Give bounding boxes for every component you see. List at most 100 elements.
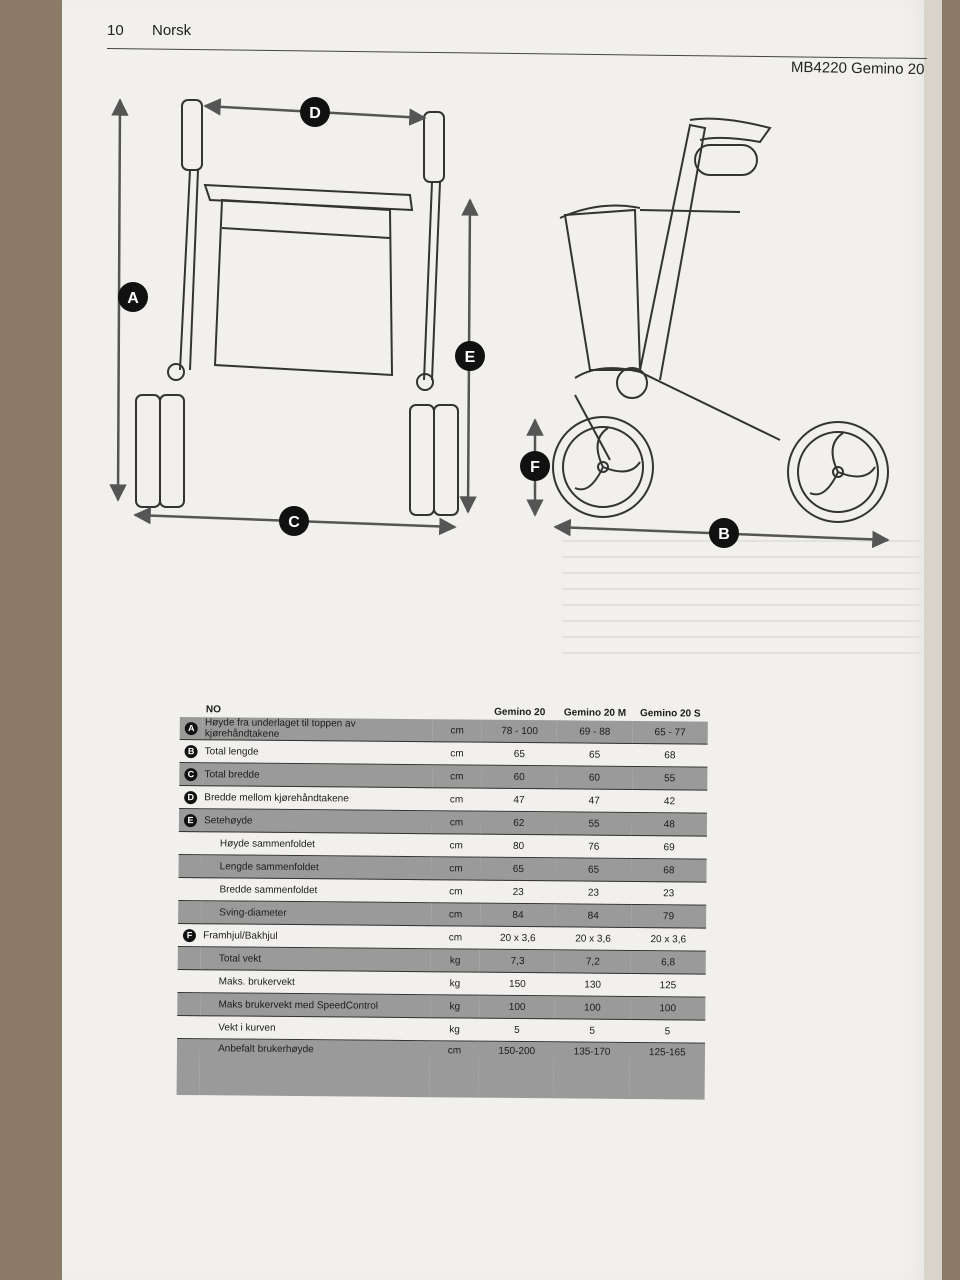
row-value-gemino-20-s: 20 x 3,6 (630, 927, 707, 952)
row-value-gemino-20-s: 125-165 (629, 1042, 706, 1100)
badge-d: D (309, 105, 321, 122)
row-value-gemino-20: 78 - 100 (481, 719, 558, 743)
row-unit: cm (431, 810, 482, 835)
row-unit: cm (431, 764, 482, 789)
row-value-gemino-20-m: 20 x 3,6 (555, 926, 631, 951)
row-value-gemino-20-s: 125 (630, 973, 706, 998)
row-mark (178, 831, 203, 855)
row-value-gemino-20: 23 (480, 880, 556, 904)
row-label: Høyde sammenfoldet (201, 831, 432, 857)
badge-e: E (465, 349, 476, 366)
row-unit: cm (430, 925, 481, 950)
row-unit: kg (430, 971, 480, 996)
col-header-gemino-20-m: Gemino 20 M (563, 707, 627, 719)
row-unit: cm (432, 741, 482, 766)
row-mark: F (177, 923, 202, 947)
row-label: Sving-diameter (201, 900, 431, 926)
dimension-arrows (109, 98, 890, 549)
badge-f: F (530, 459, 540, 476)
row-unit: cm (431, 856, 481, 881)
row-mark (177, 1015, 201, 1039)
badge-b: B (718, 526, 730, 543)
row-label: Total vekt (200, 946, 431, 972)
row-value-gemino-20-m: 65 (555, 857, 632, 882)
row-unit: cm (431, 833, 482, 858)
col-header-gemino-20: Gemino 20 (494, 706, 546, 719)
dimension-badges: A D E C F B (118, 97, 739, 548)
row-label: Bredde mellom kjørehåndtakene (202, 785, 432, 811)
language-heading: Norsk (152, 22, 192, 39)
row-value-gemino-20-m: 84 (555, 903, 631, 928)
rollator-dimension-diagram: A D E C F B (109, 97, 890, 549)
row-badge: E (183, 813, 198, 827)
row-mark: E (178, 808, 203, 832)
rollator-side-view (552, 117, 889, 523)
row-value-gemino-20-s: 55 (631, 766, 708, 791)
row-value-gemino-20-s: 79 (630, 904, 707, 929)
row-label: Framhjul/Bakhjul (201, 923, 431, 949)
page-number: 10 (107, 22, 124, 39)
row-label: Maks. brukervekt (200, 969, 431, 995)
col-header-gemino-20-s: Gemino 20 S (639, 708, 701, 720)
row-label: Vekt i kurven (200, 1015, 430, 1041)
row-value-gemino-20-s: 48 (631, 812, 708, 837)
row-value-gemino-20-m: 7,2 (555, 949, 631, 974)
row-value-gemino-20-m: 55 (556, 811, 632, 836)
row-mark: C (179, 762, 203, 786)
row-value-gemino-20-m: 47 (556, 788, 632, 813)
row-badge: A (184, 721, 198, 735)
row-value-gemino-20: 100 (479, 995, 555, 1019)
row-badge: B (184, 744, 198, 758)
row-mark: A (179, 716, 204, 740)
badge-c: C (288, 514, 300, 531)
row-mark (176, 1038, 201, 1096)
row-value-gemino-20: 47 (481, 788, 557, 812)
row-mark (178, 877, 202, 901)
row-badge: F (182, 928, 197, 942)
row-unit: cm (430, 902, 481, 927)
row-unit: cm (432, 719, 483, 743)
row-value-gemino-20: 65 (481, 742, 558, 766)
page-edge (924, 0, 942, 1280)
row-label: Lengde sammenfoldet (201, 854, 432, 880)
badge-a: A (127, 290, 139, 307)
row-value-gemino-20-m: 65 (556, 742, 633, 767)
row-mark (178, 854, 202, 878)
row-value-gemino-20-m: 100 (554, 995, 631, 1020)
row-label: Total bredde (202, 762, 433, 788)
row-mark (178, 900, 202, 924)
row-value-gemino-20: 65 (480, 857, 557, 881)
row-value-gemino-20: 80 (480, 834, 557, 858)
row-value-gemino-20-m: 5 (554, 1018, 630, 1043)
row-value-gemino-20-s: 68 (632, 743, 708, 768)
row-mark: B (179, 739, 203, 763)
row-value-gemino-20-s: 68 (631, 858, 707, 883)
row-value-gemino-20-s: 6,8 (630, 950, 706, 975)
row-unit: kg (429, 1017, 480, 1042)
row-value-gemino-20-m: 69 - 88 (557, 720, 633, 744)
row-unit: kg (429, 994, 480, 1019)
row-badge: C (184, 767, 198, 781)
row-mark: D (179, 785, 203, 809)
row-mark (177, 969, 201, 993)
row-value-gemino-20: 60 (481, 765, 557, 789)
row-mark (177, 946, 202, 970)
row-label: Høyde fra underlaget til toppen av kjøre… (202, 717, 433, 742)
row-value-gemino-20-s: 100 (629, 996, 706, 1021)
row-value-gemino-20-s: 42 (631, 789, 708, 814)
row-value-gemino-20-m: 76 (556, 834, 632, 859)
row-value-gemino-20-s: 65 - 77 (632, 720, 708, 745)
row-badge: D (184, 790, 198, 804)
row-value-gemino-20: 20 x 3,6 (480, 926, 556, 950)
row-label: Anbefalt brukerhøyde (199, 1038, 430, 1098)
row-value-gemino-20-m: 60 (556, 765, 633, 790)
row-value-gemino-20: 150-200 (478, 1041, 555, 1099)
row-label: Bredde sammenfoldet (201, 877, 432, 903)
table-body: A Høyde fra underlaget til toppen av kjør… (176, 716, 708, 1100)
row-value-gemino-20-s: 69 (631, 835, 707, 860)
row-label: Maks brukervekt med SpeedControl (200, 992, 431, 1018)
row-label: Total lengde (202, 739, 433, 765)
row-unit: cm (430, 879, 481, 904)
